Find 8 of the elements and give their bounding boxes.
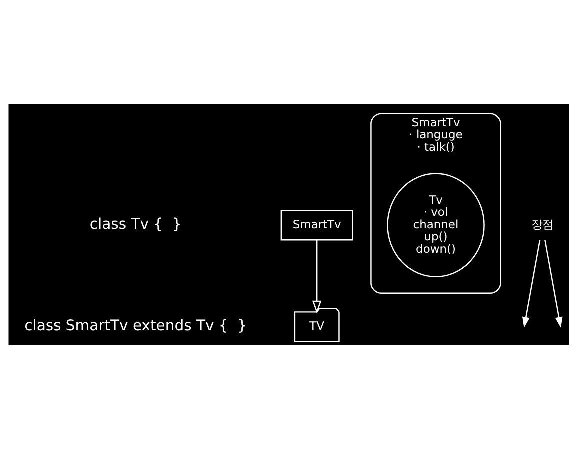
node-box: SmartTv xyxy=(280,210,354,241)
node-circle: Tv · vol channel up() down() xyxy=(387,173,485,278)
node-text: 장점 xyxy=(532,217,554,232)
label: class Tv { } xyxy=(90,216,182,233)
arrow xyxy=(312,240,322,314)
arrow xyxy=(544,240,563,328)
arrow xyxy=(522,240,541,328)
label: class SmartTv extends Tv { } xyxy=(24,318,248,335)
